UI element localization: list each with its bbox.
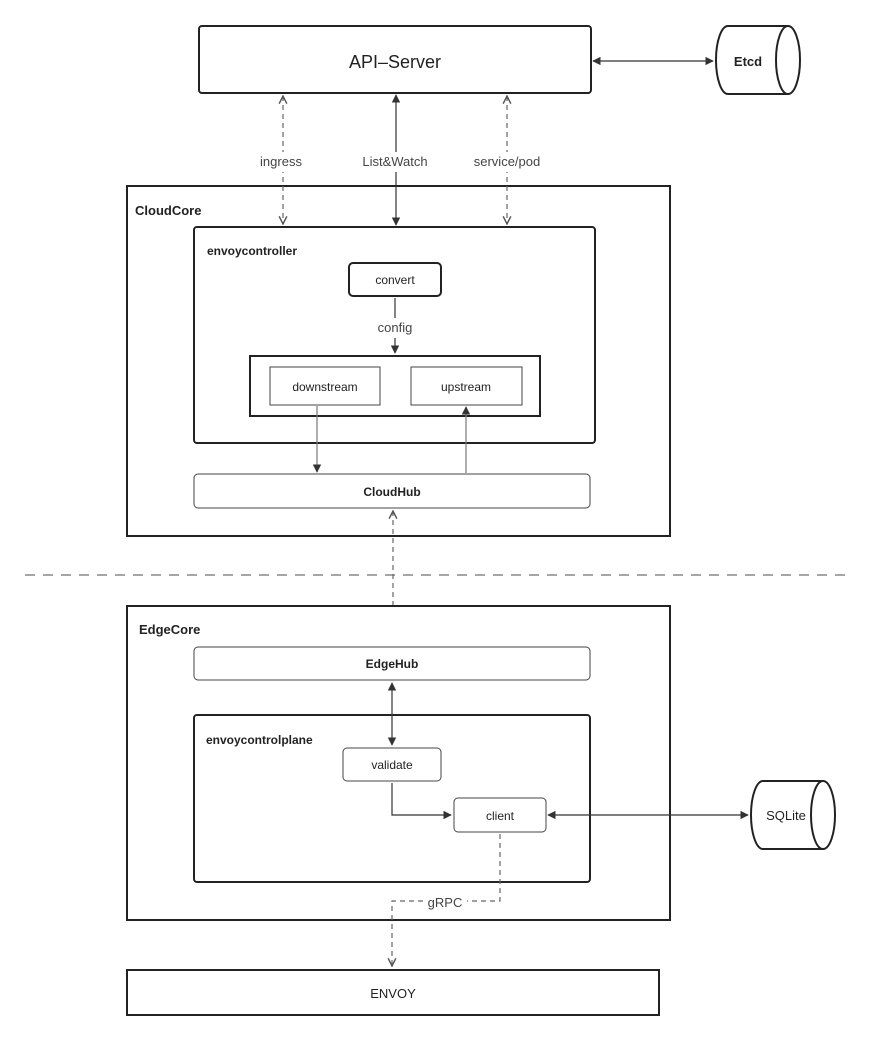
upstream-label: upstream xyxy=(441,380,491,394)
edgehub-label: EdgeHub xyxy=(366,657,419,671)
grpc-label-bg xyxy=(423,894,467,910)
edgehub-node: EdgeHub xyxy=(193,646,591,681)
sqlite-database: SQLite xyxy=(750,780,836,850)
grpc-edge-label: gRPC xyxy=(428,895,463,910)
convert-label: convert xyxy=(375,273,415,287)
cloudcore-label: CloudCore xyxy=(135,203,201,218)
client-node: client xyxy=(453,797,547,833)
downstream-label: downstream xyxy=(292,380,357,394)
envoycontroller-label: envoycontroller xyxy=(207,244,297,258)
validate-client-edge xyxy=(391,783,452,820)
upstream-node: upstream xyxy=(410,366,523,406)
client-label: client xyxy=(486,809,515,823)
cloudhub-label: CloudHub xyxy=(363,485,420,499)
ingress-label-bg xyxy=(254,152,312,172)
listwatch-edge-label: List&Watch xyxy=(362,154,427,169)
cloudhub-node: CloudHub xyxy=(193,473,591,509)
envoycontrolplane-label: envoycontrolplane xyxy=(206,733,313,747)
convert-node: convert xyxy=(348,262,442,297)
validate-label: validate xyxy=(371,758,413,772)
envoy-label: ENVOY xyxy=(370,986,416,1001)
sqlite-label: SQLite xyxy=(766,808,806,823)
etcd-label: Etcd xyxy=(734,54,762,69)
servicepod-label-bg xyxy=(466,152,548,172)
api-server-label: API–Server xyxy=(349,52,441,72)
etcd-database: Etcd xyxy=(715,25,801,95)
config-label-bg xyxy=(368,318,422,338)
envoy-node: ENVOY xyxy=(126,969,660,1016)
servicepod-edge-label: service/pod xyxy=(474,154,540,169)
validate-node: validate xyxy=(342,747,442,782)
listwatch-label-bg xyxy=(356,152,436,172)
ingress-edge-label: ingress xyxy=(260,154,302,169)
downstream-node: downstream xyxy=(269,366,381,406)
edgecore-label: EdgeCore xyxy=(139,622,200,637)
config-edge-label: config xyxy=(378,320,413,335)
api-server-node: API–Server xyxy=(198,25,592,94)
